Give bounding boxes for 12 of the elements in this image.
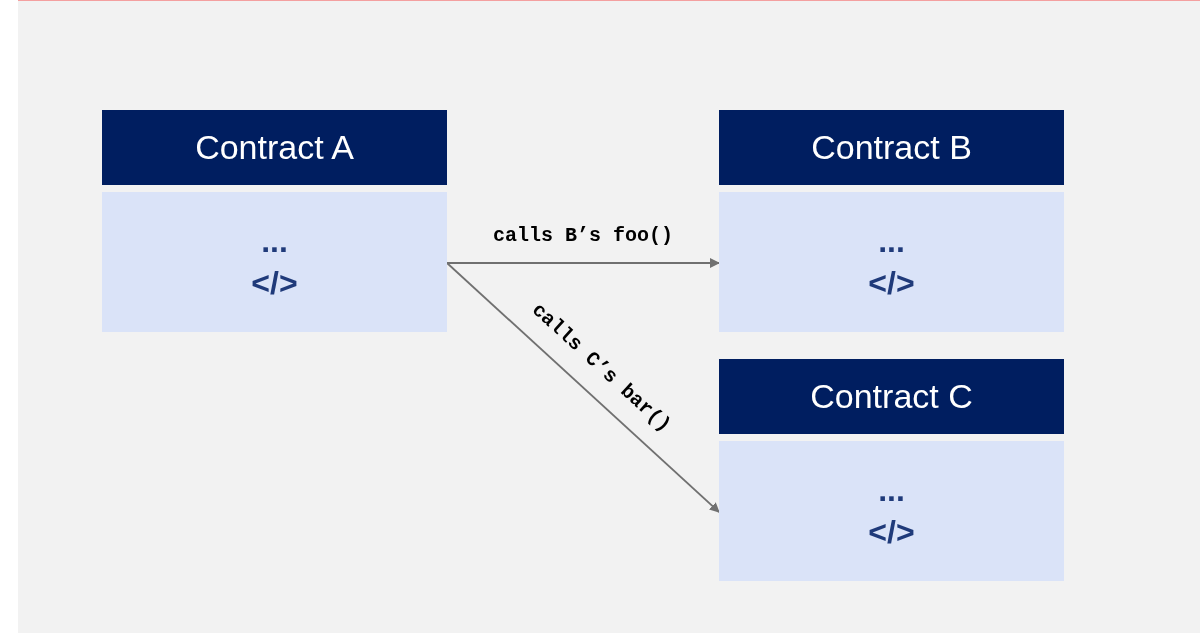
code-tag-text: </> [251, 264, 298, 303]
header-bar: Contract B [719, 110, 1064, 185]
edge-label: calls B’s foo() [493, 226, 673, 246]
code-tag-text: </> [868, 264, 915, 303]
header-bar: Contract A [102, 110, 447, 185]
code-tag-text: </> [868, 513, 915, 552]
arrow [446, 262, 720, 513]
ellipsis-text: ... [261, 222, 288, 261]
header-bar: Contract C [719, 359, 1064, 434]
ellipsis-text: ... [878, 222, 905, 261]
arrow [446, 258, 720, 268]
ellipsis-text: ... [878, 471, 905, 510]
